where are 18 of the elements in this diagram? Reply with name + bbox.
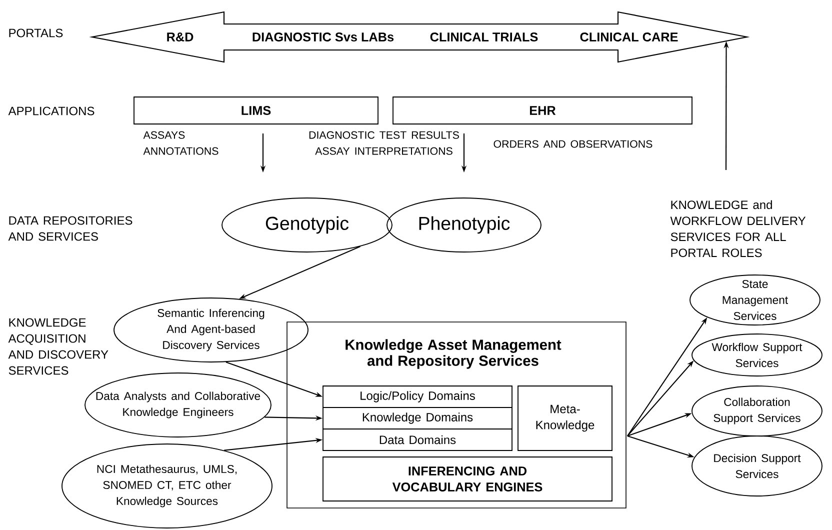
- application-box: EHR: [392, 96, 692, 124]
- portal-label: CLINICAL CARE: [580, 32, 678, 42]
- domain-row: Knowledge Domains: [322, 407, 512, 430]
- side-label: KNOWLEDGE ACQUISITION AND DISCOVERY SERVICES: [8, 318, 108, 375]
- note-text: KNOWLEDGE and WORKFLOW DELIVERY SERVICES FOR ALL PORTAL ROLES: [670, 200, 806, 258]
- side-label: ORDERS AND OBSERVATIONS: [494, 140, 652, 148]
- meta-knowledge-box: Meta-Knowledge: [518, 386, 612, 451]
- portal-label: DIAGNOSTIC Svs LABs: [252, 32, 394, 42]
- side-label: APPLICATIONS: [8, 106, 94, 116]
- domain-row: Data Domains: [322, 428, 512, 451]
- side-label: DATA REPOSITORIES AND SERVICES: [8, 216, 132, 241]
- side-label: PORTALS: [9, 28, 63, 38]
- side-label: DIAGNOSTIC TEST RESULTS ASSAY INTERPRETATIONS: [309, 131, 459, 155]
- portal-label: R&D: [167, 32, 194, 42]
- engine-box: INFERENCING AND VOCABULARY ENGINES: [322, 456, 612, 502]
- domain-row: Logic/Policy Domains: [322, 386, 512, 408]
- application-box: LIMS: [134, 96, 378, 124]
- portal-label: CLINICAL TRIALS: [430, 32, 538, 42]
